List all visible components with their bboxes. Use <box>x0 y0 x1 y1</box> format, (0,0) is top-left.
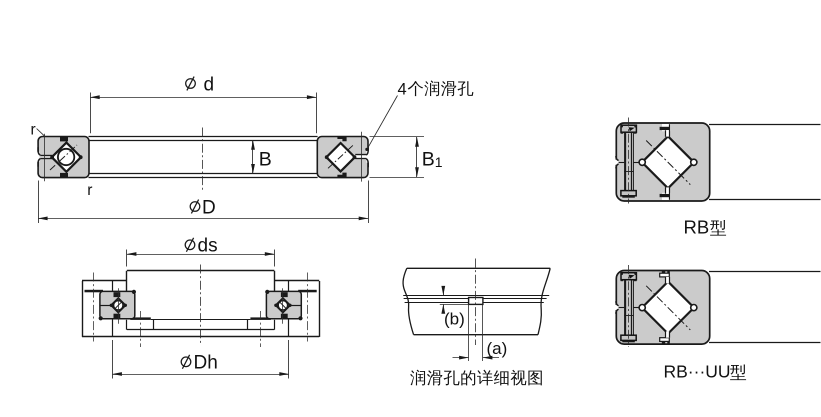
svg-text:(a): (a) <box>487 339 508 358</box>
svg-text:B: B <box>422 148 435 170</box>
svg-text:(b): (b) <box>444 310 465 329</box>
svg-text:D: D <box>202 198 216 219</box>
svg-text:Dh: Dh <box>194 353 218 374</box>
svg-text:RB: RB <box>684 217 710 238</box>
svg-text:RB···UU: RB···UU <box>664 362 731 382</box>
svg-text:1: 1 <box>435 154 443 170</box>
svg-text:4: 4 <box>398 81 407 99</box>
svg-text:ds: ds <box>198 236 218 257</box>
svg-text:r: r <box>31 122 36 139</box>
svg-text:r: r <box>87 182 92 199</box>
svg-text:d: d <box>204 75 215 96</box>
svg-text:B: B <box>259 148 272 170</box>
